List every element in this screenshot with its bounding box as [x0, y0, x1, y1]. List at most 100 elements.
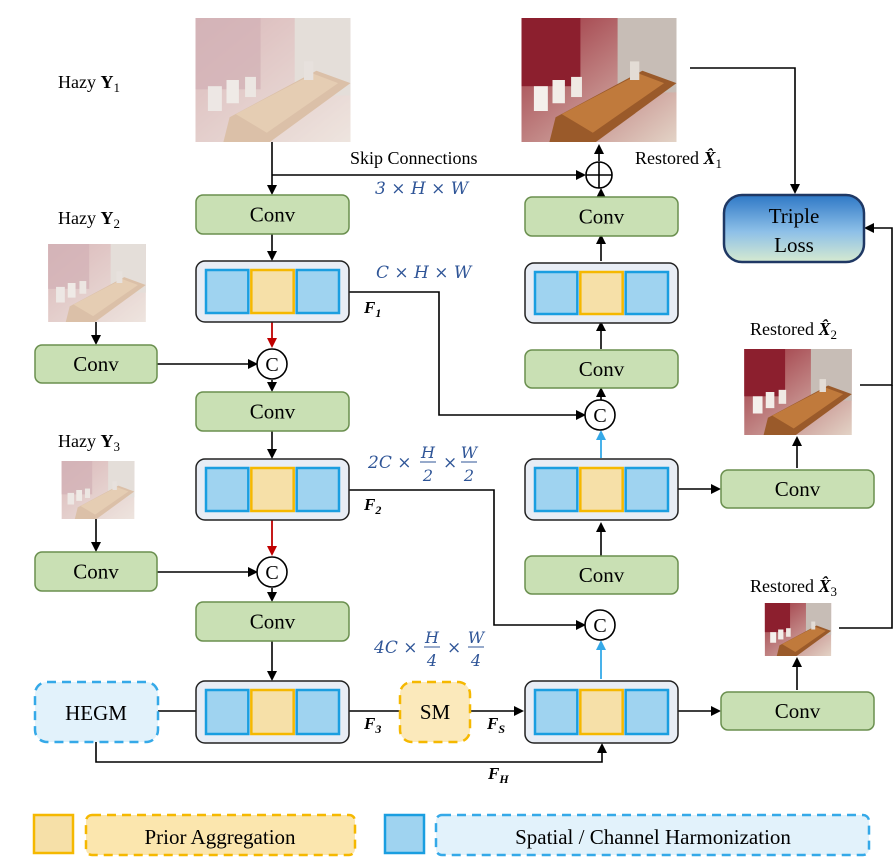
arrow-restored2-to-loss [860, 223, 893, 386]
dim-label-2: 2C × H 2 × W 2 [367, 443, 479, 485]
encoder-conv-3-label: Conv [250, 610, 296, 634]
decoder-stage-3 [524, 680, 679, 744]
add-node [585, 161, 613, 189]
svg-text:4: 4 [426, 651, 437, 670]
restored-label-1: Restored X̂1 [635, 148, 722, 171]
decoder-conv-low: Conv [524, 555, 679, 595]
hazy-image-1 [195, 18, 351, 142]
hegm-block: HEGM [33, 680, 160, 744]
svg-text:Triple: Triple [769, 204, 820, 228]
arrow-restored1-to-loss [690, 67, 800, 194]
encoder-stage-3 [195, 680, 350, 744]
decoder-stage-1-harmonization-cell-right [624, 270, 670, 316]
hazy-image-2 [48, 244, 146, 322]
concat-node-3: C [584, 399, 616, 431]
svg-text:4: 4 [470, 651, 481, 670]
encoder-stage-3-harmonization-cell-left [204, 688, 250, 736]
decoder-stage-2-harmonization-cell-left [533, 466, 579, 513]
encoder-stage-2-harmonization-cell-right [295, 466, 341, 513]
encoder-stage-1-prior-aggregation-cell [250, 268, 295, 315]
decoder-conv-top: Conv [524, 196, 679, 237]
arrow-restored3-to-loss [839, 385, 893, 629]
concat-node-1: C [256, 348, 288, 380]
legend-harmonization-box: Spatial / Channel Harmonization [434, 813, 871, 857]
legend-spatial-swatch [383, 813, 426, 855]
decoder-stage-3-prior-aggregation-cell [579, 688, 624, 736]
decoder-stage-1 [524, 262, 679, 324]
encoder-conv-1: Conv [195, 194, 350, 235]
svg-text:H: H [424, 628, 440, 647]
decoder-stage-3-harmonization-cell-left [533, 688, 579, 736]
sm-block: SM [398, 680, 472, 744]
encoder-stage-2-prior-aggregation-cell [250, 466, 295, 513]
input2-conv-label: Conv [73, 352, 119, 376]
restored-image-1 [521, 18, 677, 142]
encoder-conv-3: Conv [195, 601, 350, 642]
decoder-stage-1-harmonization-cell-left [533, 270, 579, 316]
svg-text:SM: SM [420, 700, 451, 724]
hazy-image-3 [61, 461, 135, 519]
hazy-label-1: Hazy Y1 [58, 72, 120, 95]
dim-label-3: 4C × H 4 × W 4 [373, 628, 486, 670]
restored-image-3 [764, 603, 832, 656]
svg-text:Loss: Loss [774, 233, 814, 257]
input3-conv: Conv [34, 551, 158, 592]
dim-label-0: 3 × H × W [375, 179, 470, 199]
svg-text:2: 2 [422, 466, 433, 485]
svg-text:Prior Aggregation: Prior Aggregation [144, 825, 296, 849]
decoder-stage-2 [524, 458, 679, 521]
legend: Prior Aggregation Spatial / Channel Harm… [32, 813, 871, 857]
svg-text:C: C [265, 562, 278, 584]
svg-text:2C ×: 2C × [367, 453, 411, 473]
input2-conv: Conv [34, 344, 158, 384]
decoder-conv-top-label: Conv [579, 205, 625, 229]
svg-text:Spatial / Channel Harmonizatio: Spatial / Channel Harmonization [515, 825, 791, 849]
svg-text:C: C [593, 615, 606, 637]
feature-label-f3: F3 [363, 714, 381, 736]
skip-connections-label: Skip Connections [350, 148, 478, 168]
svg-text:HEGM: HEGM [65, 701, 127, 725]
dim-label-1: C × H × W [376, 263, 473, 283]
svg-text:×: × [447, 638, 461, 658]
decoder-conv-mid: Conv [524, 349, 679, 389]
decoder-stage-3-harmonization-cell-right [624, 688, 670, 736]
svg-text:C: C [593, 405, 606, 427]
encoder-conv-2-label: Conv [250, 400, 296, 424]
arrow-f1-to-concat [349, 291, 586, 420]
encoder-stage-1-harmonization-cell-right [295, 268, 341, 315]
encoder-conv-2: Conv [195, 391, 350, 432]
svg-text:4C ×: 4C × [373, 638, 417, 658]
encoder-conv-1-label: Conv [250, 203, 296, 227]
encoder-stage-2-harmonization-cell-left [204, 466, 250, 513]
feature-label-f1: F1 [363, 298, 381, 320]
encoder-stage-1 [195, 260, 350, 323]
hazy-label-2: Hazy Y2 [58, 208, 120, 231]
svg-text:W: W [468, 628, 486, 647]
encoder-stage-2 [195, 458, 350, 521]
restored-label-2: Restored X̂2 [750, 319, 837, 342]
input3-conv-label: Conv [73, 560, 119, 584]
restored-label-3: Restored X̂3 [750, 576, 837, 599]
legend-prior-box: Prior Aggregation [84, 813, 357, 857]
decoder-stage-2-harmonization-cell-right [624, 466, 670, 513]
concat-node-2: C [256, 556, 288, 588]
restored-image-2 [744, 349, 852, 435]
svg-text:×: × [443, 453, 457, 473]
output-conv-3: Conv [720, 691, 875, 731]
legend-prior-swatch [32, 813, 75, 855]
feature-label-fs: FS [486, 714, 505, 736]
feature-label-fh: FH [487, 764, 509, 786]
decoder-conv-low-label: Conv [579, 563, 625, 587]
arrow-hegm-to-decoder3 [95, 742, 607, 763]
encoder-stage-1-harmonization-cell-left [204, 268, 250, 315]
decoder-conv-mid-label: Conv [579, 357, 625, 381]
svg-text:C: C [265, 354, 278, 376]
svg-text:W: W [461, 443, 479, 462]
feature-label-f2: F2 [363, 495, 381, 517]
output-conv-2-label: Conv [775, 477, 821, 501]
hazy-label-3: Hazy Y3 [58, 431, 120, 454]
decoder-stage-2-prior-aggregation-cell [579, 466, 624, 513]
encoder-stage-3-harmonization-cell-right [295, 688, 341, 736]
arrow-f2-to-concat [349, 489, 586, 630]
output-conv-2: Conv [720, 469, 875, 509]
